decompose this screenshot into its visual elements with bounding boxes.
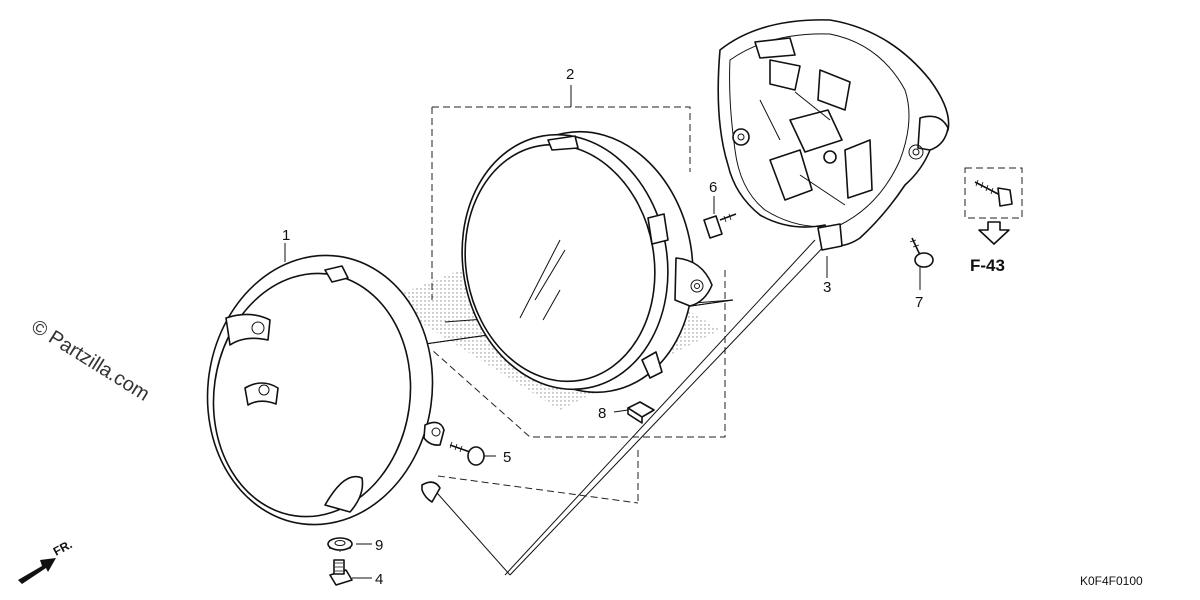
callout-3[interactable]: 3 <box>823 279 831 296</box>
assembly-box-headlight <box>431 106 726 438</box>
part-1-headlight-rim[interactable] <box>190 241 449 540</box>
assembly-box-bolt <box>964 167 1023 219</box>
part-6-screw[interactable] <box>703 213 737 239</box>
callout-8[interactable]: 8 <box>598 405 606 422</box>
part-3-headlight-case[interactable] <box>717 19 950 251</box>
reference-f43[interactable]: F-43 <box>970 256 1005 275</box>
assembly-box-rim <box>437 450 639 504</box>
callout-6[interactable]: 6 <box>709 179 717 196</box>
direction-label: FR. <box>51 537 75 558</box>
part-2-headlight-unit[interactable] <box>442 115 713 409</box>
callout-1[interactable]: 1 <box>282 227 290 244</box>
callout-4[interactable]: 4 <box>375 571 383 588</box>
front-direction-arrow-icon <box>18 558 56 584</box>
callout-9[interactable]: 9 <box>375 537 383 554</box>
part-5-screw[interactable] <box>449 441 485 466</box>
part-9-nut[interactable] <box>327 537 353 552</box>
callout-7[interactable]: 7 <box>915 294 923 311</box>
callout-5[interactable]: 5 <box>503 449 511 466</box>
watermark-text: © Partzilla.com <box>27 316 153 406</box>
diagram-code: K0F4F0100 <box>1080 574 1143 588</box>
part-4-bolt[interactable] <box>329 559 353 586</box>
part-8-clip[interactable] <box>627 401 655 424</box>
reference-bolt <box>974 179 1013 207</box>
down-arrow-icon <box>978 221 1010 245</box>
callout-2[interactable]: 2 <box>566 66 574 83</box>
part-7-screw[interactable] <box>909 237 934 268</box>
